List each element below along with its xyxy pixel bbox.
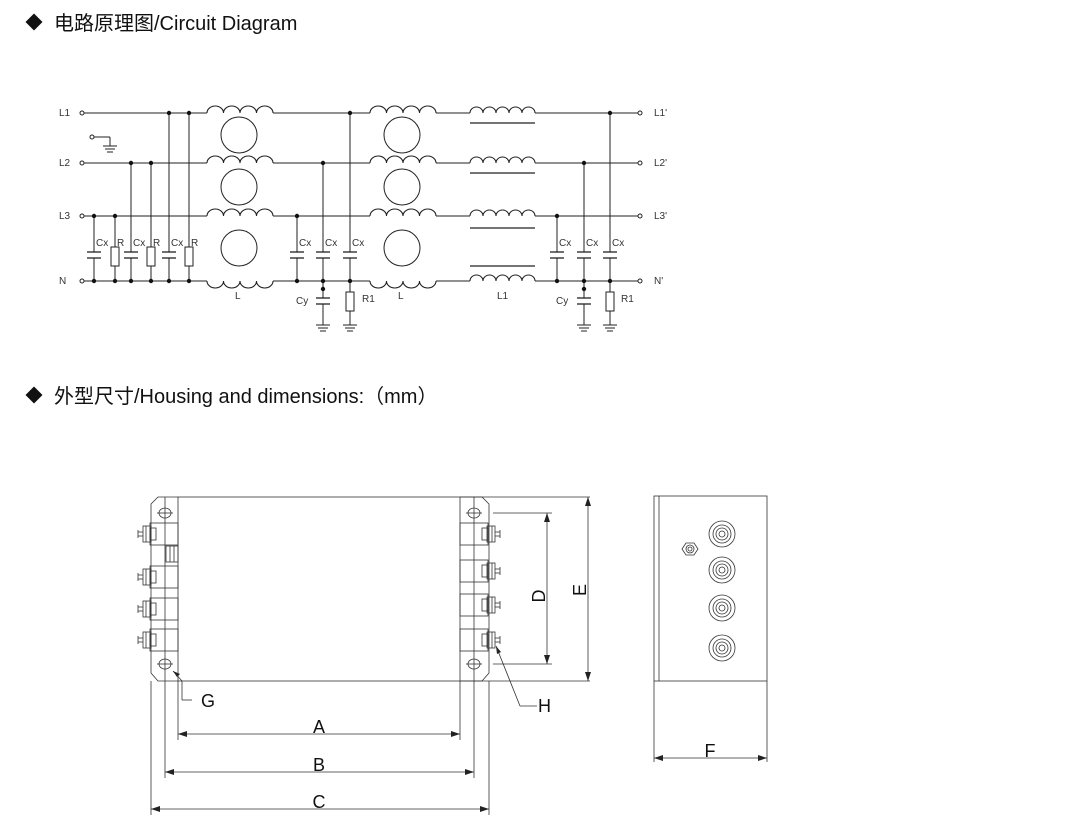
- housing-dimensions-heading: 外型尺寸/Housing and dimensions:（mm）: [25, 380, 438, 409]
- r1-label: R1: [621, 294, 634, 305]
- output-filter-network: [550, 113, 618, 332]
- cy-label: Cy: [296, 296, 308, 307]
- chassis-ground-icon: [94, 136, 118, 153]
- left-mounting-flange: [150, 496, 178, 682]
- dimension-g: G: [172, 670, 215, 711]
- housing-side-view: F: [653, 495, 768, 762]
- dimension-h: H: [495, 645, 551, 716]
- output-filter-labels: Cx Cx Cx Cy R1: [556, 238, 634, 307]
- housing-dimensions-title: 外型尺寸/Housing and dimensions:（mm）: [54, 386, 438, 408]
- input-filter-labels: Cx R Cx R Cx R: [96, 238, 198, 249]
- differential-inductors: [469, 106, 536, 282]
- common-mode-choke-2: [369, 105, 437, 289]
- input-label-l2: L2: [59, 158, 71, 169]
- cx-label: Cx: [612, 238, 624, 249]
- dimension-c-label: C: [313, 792, 326, 812]
- output-label-l2: L2': [654, 158, 667, 169]
- dimension-e-label: E: [570, 584, 590, 596]
- terminal-stud-icon: [708, 520, 736, 548]
- input-label-l1: L1: [59, 108, 71, 119]
- terminal-circles: [79, 110, 643, 284]
- housing-body: [177, 496, 461, 682]
- left-terminal-bolts: [137, 522, 179, 652]
- side-view-body: [653, 495, 768, 682]
- cx-label: Cx: [586, 238, 598, 249]
- junction-dots: [91, 110, 613, 292]
- middle-filter-network: [290, 113, 358, 332]
- inductor-l-label: L: [235, 291, 241, 302]
- output-label-l3: L3': [654, 211, 667, 222]
- circuit-diagram: L1 L2 L3 N L1' L2' L3' N': [59, 105, 667, 332]
- dimension-a-label: A: [313, 717, 325, 737]
- cx-label: Cx: [325, 238, 337, 249]
- r-label: R: [117, 238, 124, 249]
- cx-label: Cx: [96, 238, 108, 249]
- dimension-g-label: G: [201, 691, 215, 711]
- r-label: R: [191, 238, 198, 249]
- dimension-b-label: B: [313, 755, 325, 775]
- dimension-f-label: F: [705, 741, 716, 761]
- cx-label: Cx: [133, 238, 145, 249]
- terminal-stud-icon: [708, 556, 736, 584]
- inductor-l-label: L: [398, 291, 404, 302]
- common-mode-choke-1: [206, 105, 274, 289]
- dimension-c: C: [150, 681, 490, 815]
- middle-filter-labels: Cx Cx Cx Cy R1: [296, 238, 375, 307]
- inductor-l1-label: L1: [497, 291, 509, 302]
- right-terminal-bolts: [459, 522, 501, 652]
- cx-label: Cx: [352, 238, 364, 249]
- circuit-diagram-heading: 电路原理图/Circuit Diagram: [25, 7, 298, 36]
- cy-label: Cy: [556, 296, 568, 307]
- dimension-d: D: [493, 512, 552, 665]
- terminal-stud-icon: [708, 594, 736, 622]
- input-filter-network: [87, 113, 194, 281]
- cx-label: Cx: [559, 238, 571, 249]
- dimension-h-label: H: [538, 696, 551, 716]
- circuit-diagram-title: 电路原理图/Circuit Diagram: [54, 13, 298, 35]
- r-label: R: [153, 238, 160, 249]
- dimension-f: F: [654, 741, 767, 761]
- r1-label: R1: [362, 294, 375, 305]
- output-label-l1: L1': [654, 108, 667, 119]
- line-wires: [84, 112, 638, 282]
- dimension-e: E: [570, 497, 591, 681]
- output-label-n: N': [654, 276, 663, 287]
- input-label-n: N: [59, 276, 66, 287]
- dimension-d-label: D: [529, 590, 549, 603]
- dimension-b: B: [164, 681, 475, 778]
- right-mounting-flange: [460, 496, 490, 682]
- input-label-l3: L3: [59, 211, 71, 222]
- cx-label: Cx: [299, 238, 311, 249]
- cx-label: Cx: [171, 238, 183, 249]
- dimension-a: A: [177, 681, 461, 740]
- ground-stud-icon: [681, 542, 699, 556]
- terminal-stud-icon: [708, 634, 736, 662]
- housing-front-view: D E G H A: [137, 496, 591, 815]
